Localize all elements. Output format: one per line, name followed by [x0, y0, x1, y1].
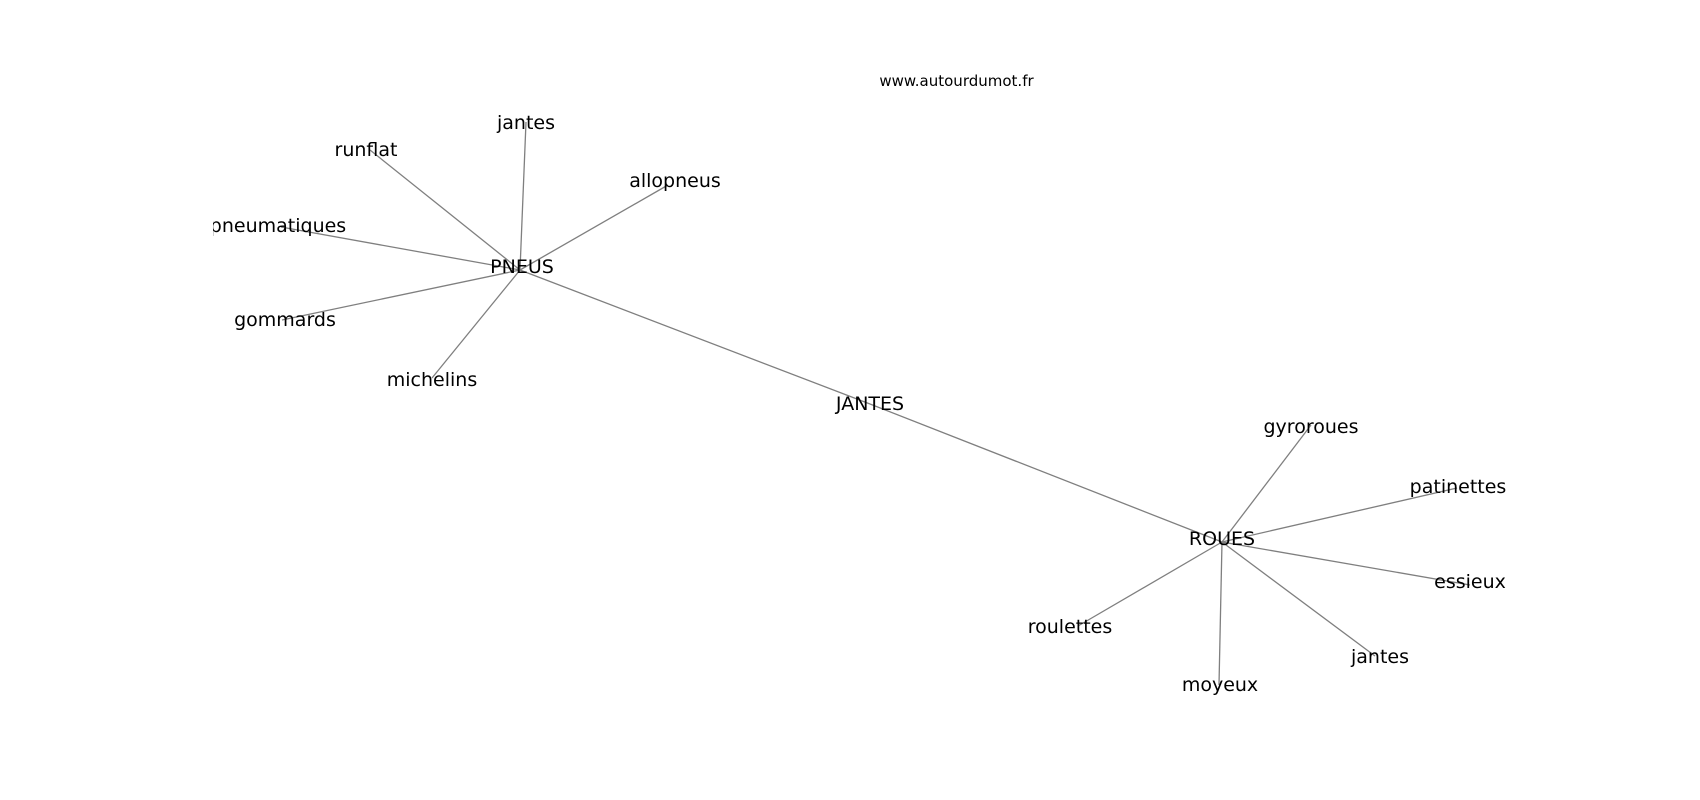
edge-pneus-gommards — [281, 269, 521, 321]
edge-roues-patinettes — [1221, 487, 1458, 543]
node-hub-pneus[interactable]: PNEUS — [490, 256, 554, 278]
node-roues-roulettes[interactable]: roulettes — [1028, 616, 1113, 638]
node-pneus-allopneus[interactable]: allopneus — [629, 170, 721, 192]
graph-area: www.autourdumot.fr — [213, 0, 1700, 800]
edge-pneus-pneumatiques — [280, 226, 521, 271]
node-roues-jantes[interactable]: jantes — [1350, 646, 1409, 668]
node-hub-roues[interactable]: ROUES — [1189, 528, 1255, 550]
graph-nodes: JANTES PNEUS jantes runflat allopneus pneumat… — [210, 112, 1507, 696]
node-roues-patinettes[interactable]: patinettes — [1410, 476, 1507, 498]
edge-pneus-runflat — [369, 149, 521, 271]
node-pneus-gommards[interactable]: gommards — [234, 309, 336, 331]
edge-roues-jantes — [1221, 541, 1376, 657]
node-center[interactable]: JANTES — [835, 393, 904, 415]
edge-roues-essieux — [1221, 541, 1471, 586]
edge-center-pneus — [519, 269, 871, 405]
node-roues-moyeux[interactable]: moyeux — [1182, 674, 1258, 696]
node-pneus-jantes[interactable]: jantes — [496, 112, 555, 134]
node-pneus-runflat[interactable]: runflat — [335, 139, 398, 161]
node-pneus-michelins[interactable]: michelins — [387, 369, 477, 391]
node-pneus-pneumatiques[interactable]: pneumatiques — [210, 215, 346, 237]
graph-edges — [280, 121, 1471, 686]
edge-pneus-michelins — [431, 269, 521, 379]
edge-pneus-allopneus — [519, 184, 669, 271]
edge-roues-gyroroues — [1221, 424, 1312, 543]
node-roues-gyroroues[interactable]: gyroroues — [1264, 416, 1359, 438]
edge-pneus-jantes — [519, 121, 527, 271]
node-roues-essieux[interactable]: essieux — [1434, 571, 1506, 593]
edge-roues-roulettes — [1077, 541, 1223, 627]
edge-roues-moyeux — [1218, 541, 1223, 686]
website-label[interactable]: www.autourdumot.fr — [879, 72, 1034, 90]
edge-center-roues — [869, 403, 1223, 543]
